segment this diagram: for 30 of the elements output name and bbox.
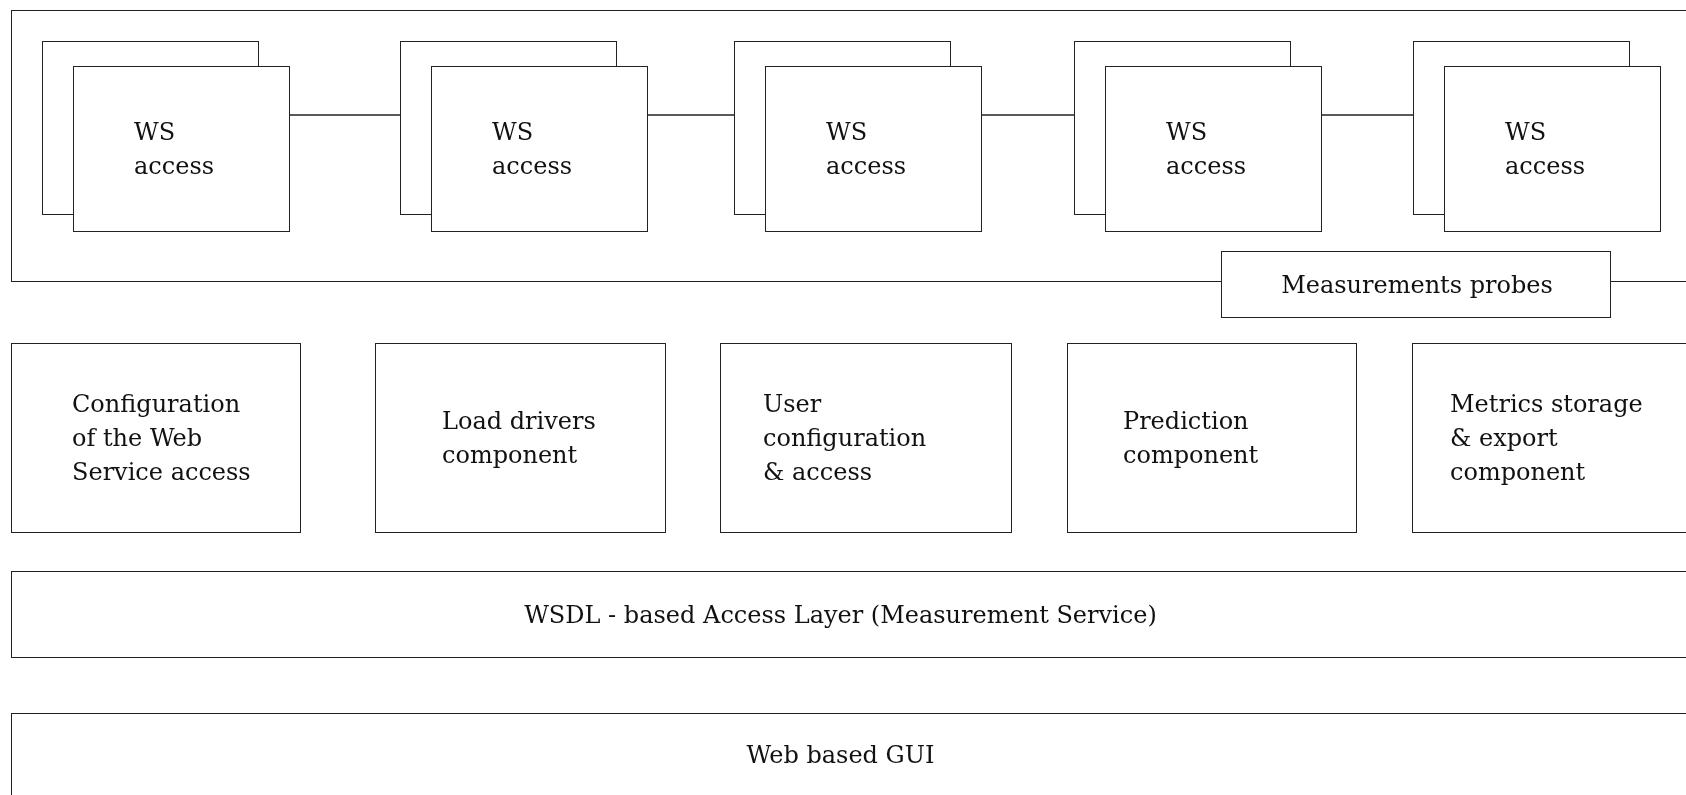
service-box — [765, 66, 982, 232]
box-label: WS access — [826, 117, 906, 182]
layer-box — [11, 713, 1686, 795]
box-label: WS access — [492, 117, 572, 182]
box-label: Load drivers component — [442, 406, 597, 471]
box-label: WS access — [1166, 117, 1246, 182]
probe-box — [1221, 251, 1611, 318]
box-label: Measurements probes — [1280, 269, 1554, 301]
component-box — [11, 343, 301, 533]
service-box — [1105, 66, 1322, 232]
box-label: WS access — [1505, 117, 1585, 182]
component-box — [1067, 343, 1357, 533]
connector-line — [1321, 114, 1414, 116]
box-label: Web based GUI — [745, 739, 936, 771]
layer-box — [11, 571, 1686, 658]
box-label: WSDL - based Access Layer (Measurement Service) — [523, 599, 1158, 631]
connector-line — [981, 114, 1075, 116]
service-box — [1444, 66, 1661, 232]
service-box — [431, 66, 648, 232]
service-box — [73, 66, 290, 232]
component-box — [1412, 343, 1686, 533]
box-label: Configuration of the Web Service access — [72, 389, 252, 488]
box-label: Prediction component — [1123, 406, 1260, 471]
component-box — [375, 343, 666, 533]
component-box — [720, 343, 1012, 533]
box-label: Metrics storage & export component — [1450, 389, 1644, 488]
connector-line — [289, 114, 401, 116]
connector-line — [647, 114, 735, 116]
box-label: WS access — [134, 117, 214, 182]
box-label: User configuration & access — [763, 389, 928, 488]
